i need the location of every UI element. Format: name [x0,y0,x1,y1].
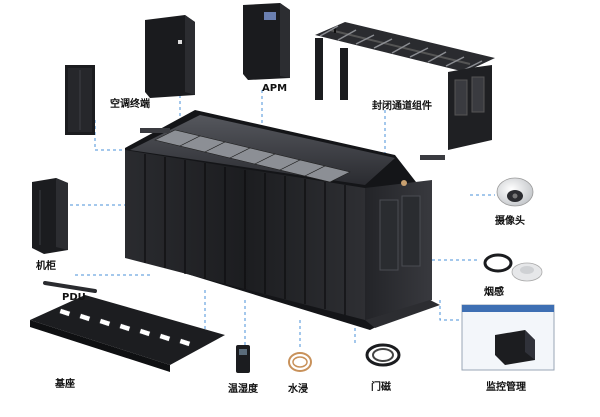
label-smoke: 烟感 [484,287,504,298]
modular-datacenter-illustration [125,110,445,330]
rack-small-illustration [65,65,95,135]
connector-monitoring [439,300,470,321]
label-base: 基座 [55,379,75,390]
rack-illustration [32,178,68,254]
label-camera: 摄像头 [495,216,525,227]
label-ac-terminal: 空调终端 [110,99,150,110]
aisle-kit-slats [319,25,483,71]
label-aisle-kit: 封闭通道组件 [372,101,432,112]
base-cutouts [59,308,191,347]
ac-terminal-illustration [145,15,195,98]
apm-illustration [243,3,290,80]
label-monitoring: 监控管理 [486,382,526,393]
temp-humidity-illustration [236,345,250,373]
label-pdu: PDU [62,292,86,303]
label-temp-humidity: 温湿度 [228,384,258,395]
smoke-detector-illustration [483,253,543,282]
monitoring-screen-illustration [461,304,555,371]
base-illustration [30,295,225,372]
label-apm: APM [262,83,288,94]
connector-rack [70,204,131,230]
label-rack: 机柜 [36,261,56,272]
camera-illustration [496,177,534,207]
front-door-panels [144,154,346,315]
pdu-illustration [43,281,97,293]
aisle-kit-illustration [315,22,495,150]
label-water: 水浸 [288,384,308,395]
label-door-sensor: 门磁 [371,382,391,393]
water-cable-illustration [288,352,312,372]
door-sensor-illustration [365,343,401,367]
top-vent-panels [154,129,351,183]
